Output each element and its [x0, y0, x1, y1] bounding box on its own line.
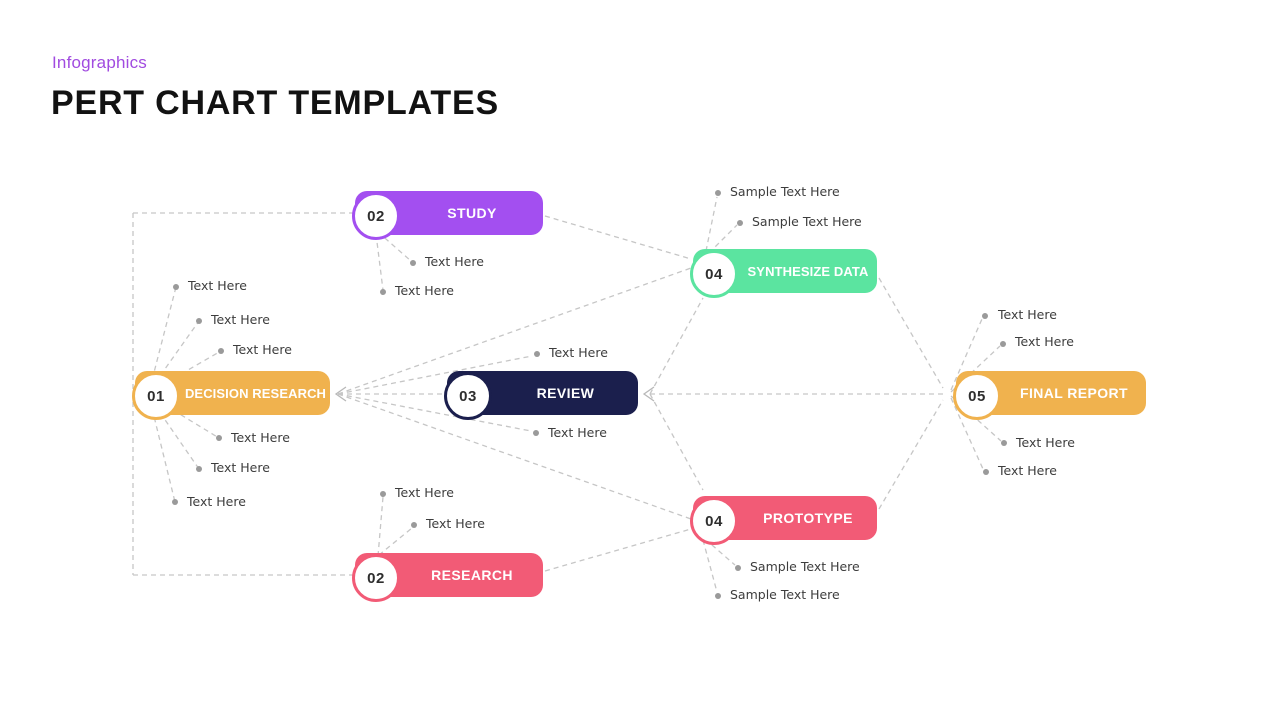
node-decision-research[interactable]: 01 DECISION RESEARCH	[132, 371, 330, 420]
annotation-label: Text Here	[188, 278, 247, 293]
node-synthesize-data[interactable]: 04 SYNTHESIZE DATA	[690, 249, 877, 298]
node-number-badge: 04	[690, 250, 738, 298]
node-review[interactable]: 03 REVIEW	[444, 371, 638, 420]
annotation-label: Text Here	[1016, 435, 1075, 450]
node-label: SYNTHESIZE DATA	[747, 263, 869, 279]
node-research[interactable]: 02 RESEARCH	[352, 553, 543, 602]
annotation-label: Sample Text Here	[750, 559, 860, 574]
annotation-label: Text Here	[211, 312, 270, 327]
synthesize-to-final-line	[878, 277, 944, 389]
annotation-label: Text Here	[231, 430, 290, 445]
annotation-label: Text Here	[998, 307, 1057, 322]
annotation-label: Text Here	[1015, 334, 1074, 349]
annotation-label: Text Here	[549, 345, 608, 360]
node-label: RESEARCH	[431, 567, 513, 583]
node-number-badge: 04	[690, 497, 738, 545]
node-number-badge: 02	[352, 192, 400, 240]
node-study[interactable]: 02 STUDY	[352, 191, 543, 240]
annotation-label: Text Here	[426, 516, 485, 531]
annotation-label: Sample Text Here	[730, 587, 840, 602]
annotation-label: Text Here	[998, 463, 1057, 478]
annotation-label: Text Here	[548, 425, 607, 440]
page-title: PERT CHART TEMPLATES	[51, 84, 499, 122]
research-to-prototype-line	[544, 528, 692, 572]
arrowhead-left-icon	[334, 386, 347, 402]
annotation-label: Text Here	[187, 494, 246, 509]
node-label: DECISION RESEARCH	[184, 385, 327, 401]
annotation-label: Text Here	[233, 342, 292, 357]
node-label: PROTOTYPE	[763, 510, 853, 526]
annotation-label: Sample Text Here	[730, 184, 840, 199]
node-prototype[interactable]: 04 PROTOTYPE	[690, 496, 877, 545]
annotation-label: Sample Text Here	[752, 214, 862, 229]
study-to-synthesize-line	[544, 215, 692, 260]
annotation-label: Text Here	[395, 485, 454, 500]
annotation-label: Text Here	[425, 254, 484, 269]
annotation-label: Text Here	[395, 283, 454, 298]
annotation-label: Text Here	[211, 460, 270, 475]
node-final-report[interactable]: 05 FINAL REPORT	[953, 371, 1146, 420]
node-label: STUDY	[447, 205, 497, 221]
node-label: FINAL REPORT	[1020, 385, 1128, 401]
annotation-dots	[172, 190, 1007, 599]
prototype-to-final-line	[878, 399, 944, 510]
arrowhead-right-icon	[642, 386, 655, 402]
node-number-badge: 02	[352, 554, 400, 602]
node-number-badge: 01	[132, 372, 180, 420]
node-label: REVIEW	[536, 385, 595, 401]
node-number-badge: 03	[444, 372, 492, 420]
node-number-badge: 05	[953, 372, 1001, 420]
eyebrow-label: Infographics	[52, 53, 148, 72]
